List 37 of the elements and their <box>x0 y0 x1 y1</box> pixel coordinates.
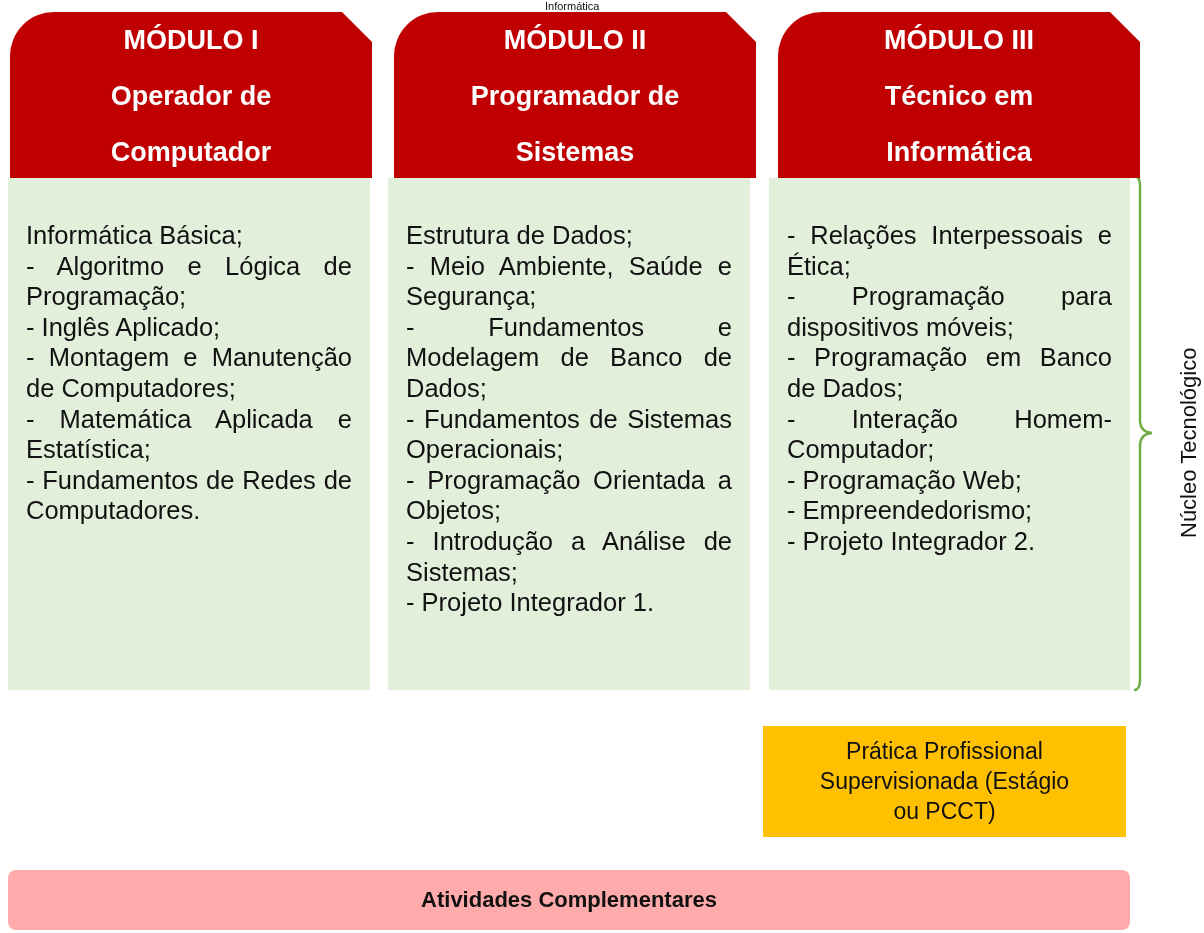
module-title: Técnico em Informática <box>883 80 1035 169</box>
subject-item: - Programação para dispositivos móveis; <box>787 281 1112 343</box>
practice-box <box>763 726 1126 837</box>
subject-item: - Introdução a Análise de Sistemas; <box>406 525 732 588</box>
subject-item: - Relações Interpessoais e Ética; <box>787 220 1112 282</box>
subject-item: - Fundamentos de Sistemas Operacionais; <box>406 403 732 465</box>
module-title: Programador de Sistemas <box>469 80 681 169</box>
subject-item: - Programação em Banco de Dados; <box>787 342 1112 404</box>
subject-item: - Algoritmo e Lógica de Programação; <box>26 250 352 312</box>
subject-item: - Programação Orientada a Objetos; <box>406 464 732 526</box>
subject-item: - Projeto Integrador 1. <box>406 587 656 618</box>
module-header <box>778 12 1140 178</box>
module-number: MÓDULO I <box>122 23 260 57</box>
subject-list-panel <box>388 178 750 690</box>
box-label: Atividades Complementares <box>421 887 717 912</box>
activities-bar <box>8 870 1130 930</box>
subject-list-panel <box>8 178 370 690</box>
module-header <box>10 12 372 178</box>
subject-item: - Meio Ambiente, Saúde e Segurança; <box>406 250 732 312</box>
box-label: Prática Profissional Supervisionada (Estágio ou PCCT) <box>819 738 1070 824</box>
subject-item: - Montagem e Manutenção de Computadores; <box>26 342 352 404</box>
module-title: Operador de Computador <box>109 80 273 169</box>
subject-item: - Inglês Aplicado; <box>26 311 222 343</box>
module-number: MÓDULO III <box>883 23 1035 57</box>
subject-item: - Matemática Aplicada e Estatística; <box>26 403 352 465</box>
subject-list-panel <box>769 178 1130 690</box>
module-number: MÓDULO II <box>502 23 648 57</box>
subject-item: - Programação Web; <box>787 464 1023 496</box>
subject-item: Estrutura de Dados; <box>406 220 634 251</box>
subject-item: - Fundamentos de Redes de Computadores. <box>26 464 352 526</box>
subject-item: - Empreendedorismo; <box>787 495 1034 526</box>
subject-item: - Fundamentos e Modelagem de Banco de Dados; <box>406 311 732 404</box>
subject-item: - Projeto Integrador 2. <box>787 525 1037 557</box>
subject-item: - Interação Homem-Computador; <box>787 403 1112 465</box>
subject-item: Informática Básica; <box>26 220 244 251</box>
module-header <box>394 12 756 178</box>
vertical-side-label: Núcleo Tecnológico <box>1176 347 1202 538</box>
